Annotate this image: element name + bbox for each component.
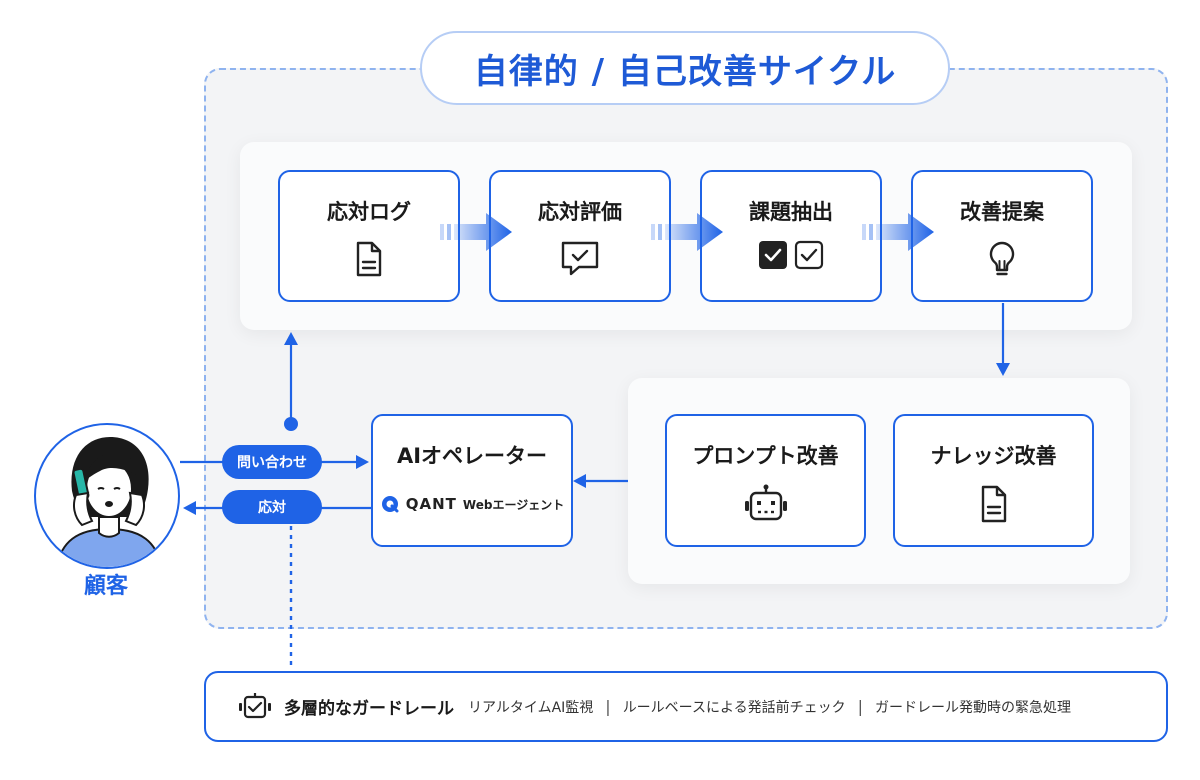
checkbox-icon — [758, 240, 824, 270]
step-card-improvement-proposal: 改善提案 — [911, 170, 1093, 302]
step-label: 改善提案 — [960, 200, 1044, 224]
step-label: 応対評価 — [538, 200, 622, 224]
robot-icon — [744, 484, 787, 521]
guardrail-item: リアルタイムAI監視 — [468, 699, 594, 716]
flow-arrow-icon — [651, 213, 723, 251]
guardrail-item: ルールベースによる発話前チェック — [622, 699, 846, 716]
step-card-response-log: 応対ログ — [278, 170, 460, 302]
improvement-label: プロンプト改善 — [692, 444, 839, 468]
guardrail-bar: 多層的なガードレール リアルタイムAI監視 | ルールベースによる発話前チェック… — [204, 671, 1168, 742]
qant-logo-icon — [381, 496, 399, 513]
document-icon — [981, 485, 1006, 523]
ai-operator-label: AIオペレーター — [396, 444, 548, 468]
response-pill: 応対 — [222, 490, 322, 524]
checked-box-filled-icon — [759, 241, 787, 269]
brand-logo: QANT Webエージェント — [380, 494, 564, 514]
ai-operator-card: AIオペレーター QANT Webエージェント — [371, 414, 573, 547]
guardrail-title: 多層的なガードレール — [284, 699, 454, 719]
customer-label: 顧客 — [83, 574, 128, 599]
guardrail-separator: | — [605, 697, 611, 716]
prompt-improvement-card: プロンプト改善 — [665, 414, 866, 547]
step-card-response-evaluation: 応対評価 — [489, 170, 671, 302]
flow-arrow-icon — [440, 213, 512, 251]
inquiry-pill: 問い合わせ — [222, 445, 322, 479]
step-label: 応対ログ — [327, 200, 411, 224]
brand-name: QANT — [405, 495, 457, 513]
lightbulb-icon — [989, 241, 1015, 276]
step-label: 課題抽出 — [749, 200, 833, 224]
knowledge-improvement-card: ナレッジ改善 — [893, 414, 1094, 547]
brand-subtitle: Webエージェント — [462, 497, 565, 512]
chat-check-icon — [561, 241, 599, 276]
guardrail-separator: | — [857, 697, 863, 716]
shield-check-device-icon — [239, 692, 271, 718]
cycle-title: 自律的 / 自己改善サイクル — [420, 31, 950, 105]
guardrail-item: ガードレール発動時の緊急処理 — [874, 699, 1071, 716]
checked-box-outline-icon — [794, 240, 824, 270]
flow-arrow-icon — [862, 213, 934, 251]
improvement-label: ナレッジ改善 — [930, 444, 1057, 468]
step-card-issue-extraction: 課題抽出 — [700, 170, 882, 302]
customer-on-phone-illustration — [55, 437, 163, 567]
document-icon — [356, 241, 382, 277]
customer-avatar — [34, 423, 180, 569]
